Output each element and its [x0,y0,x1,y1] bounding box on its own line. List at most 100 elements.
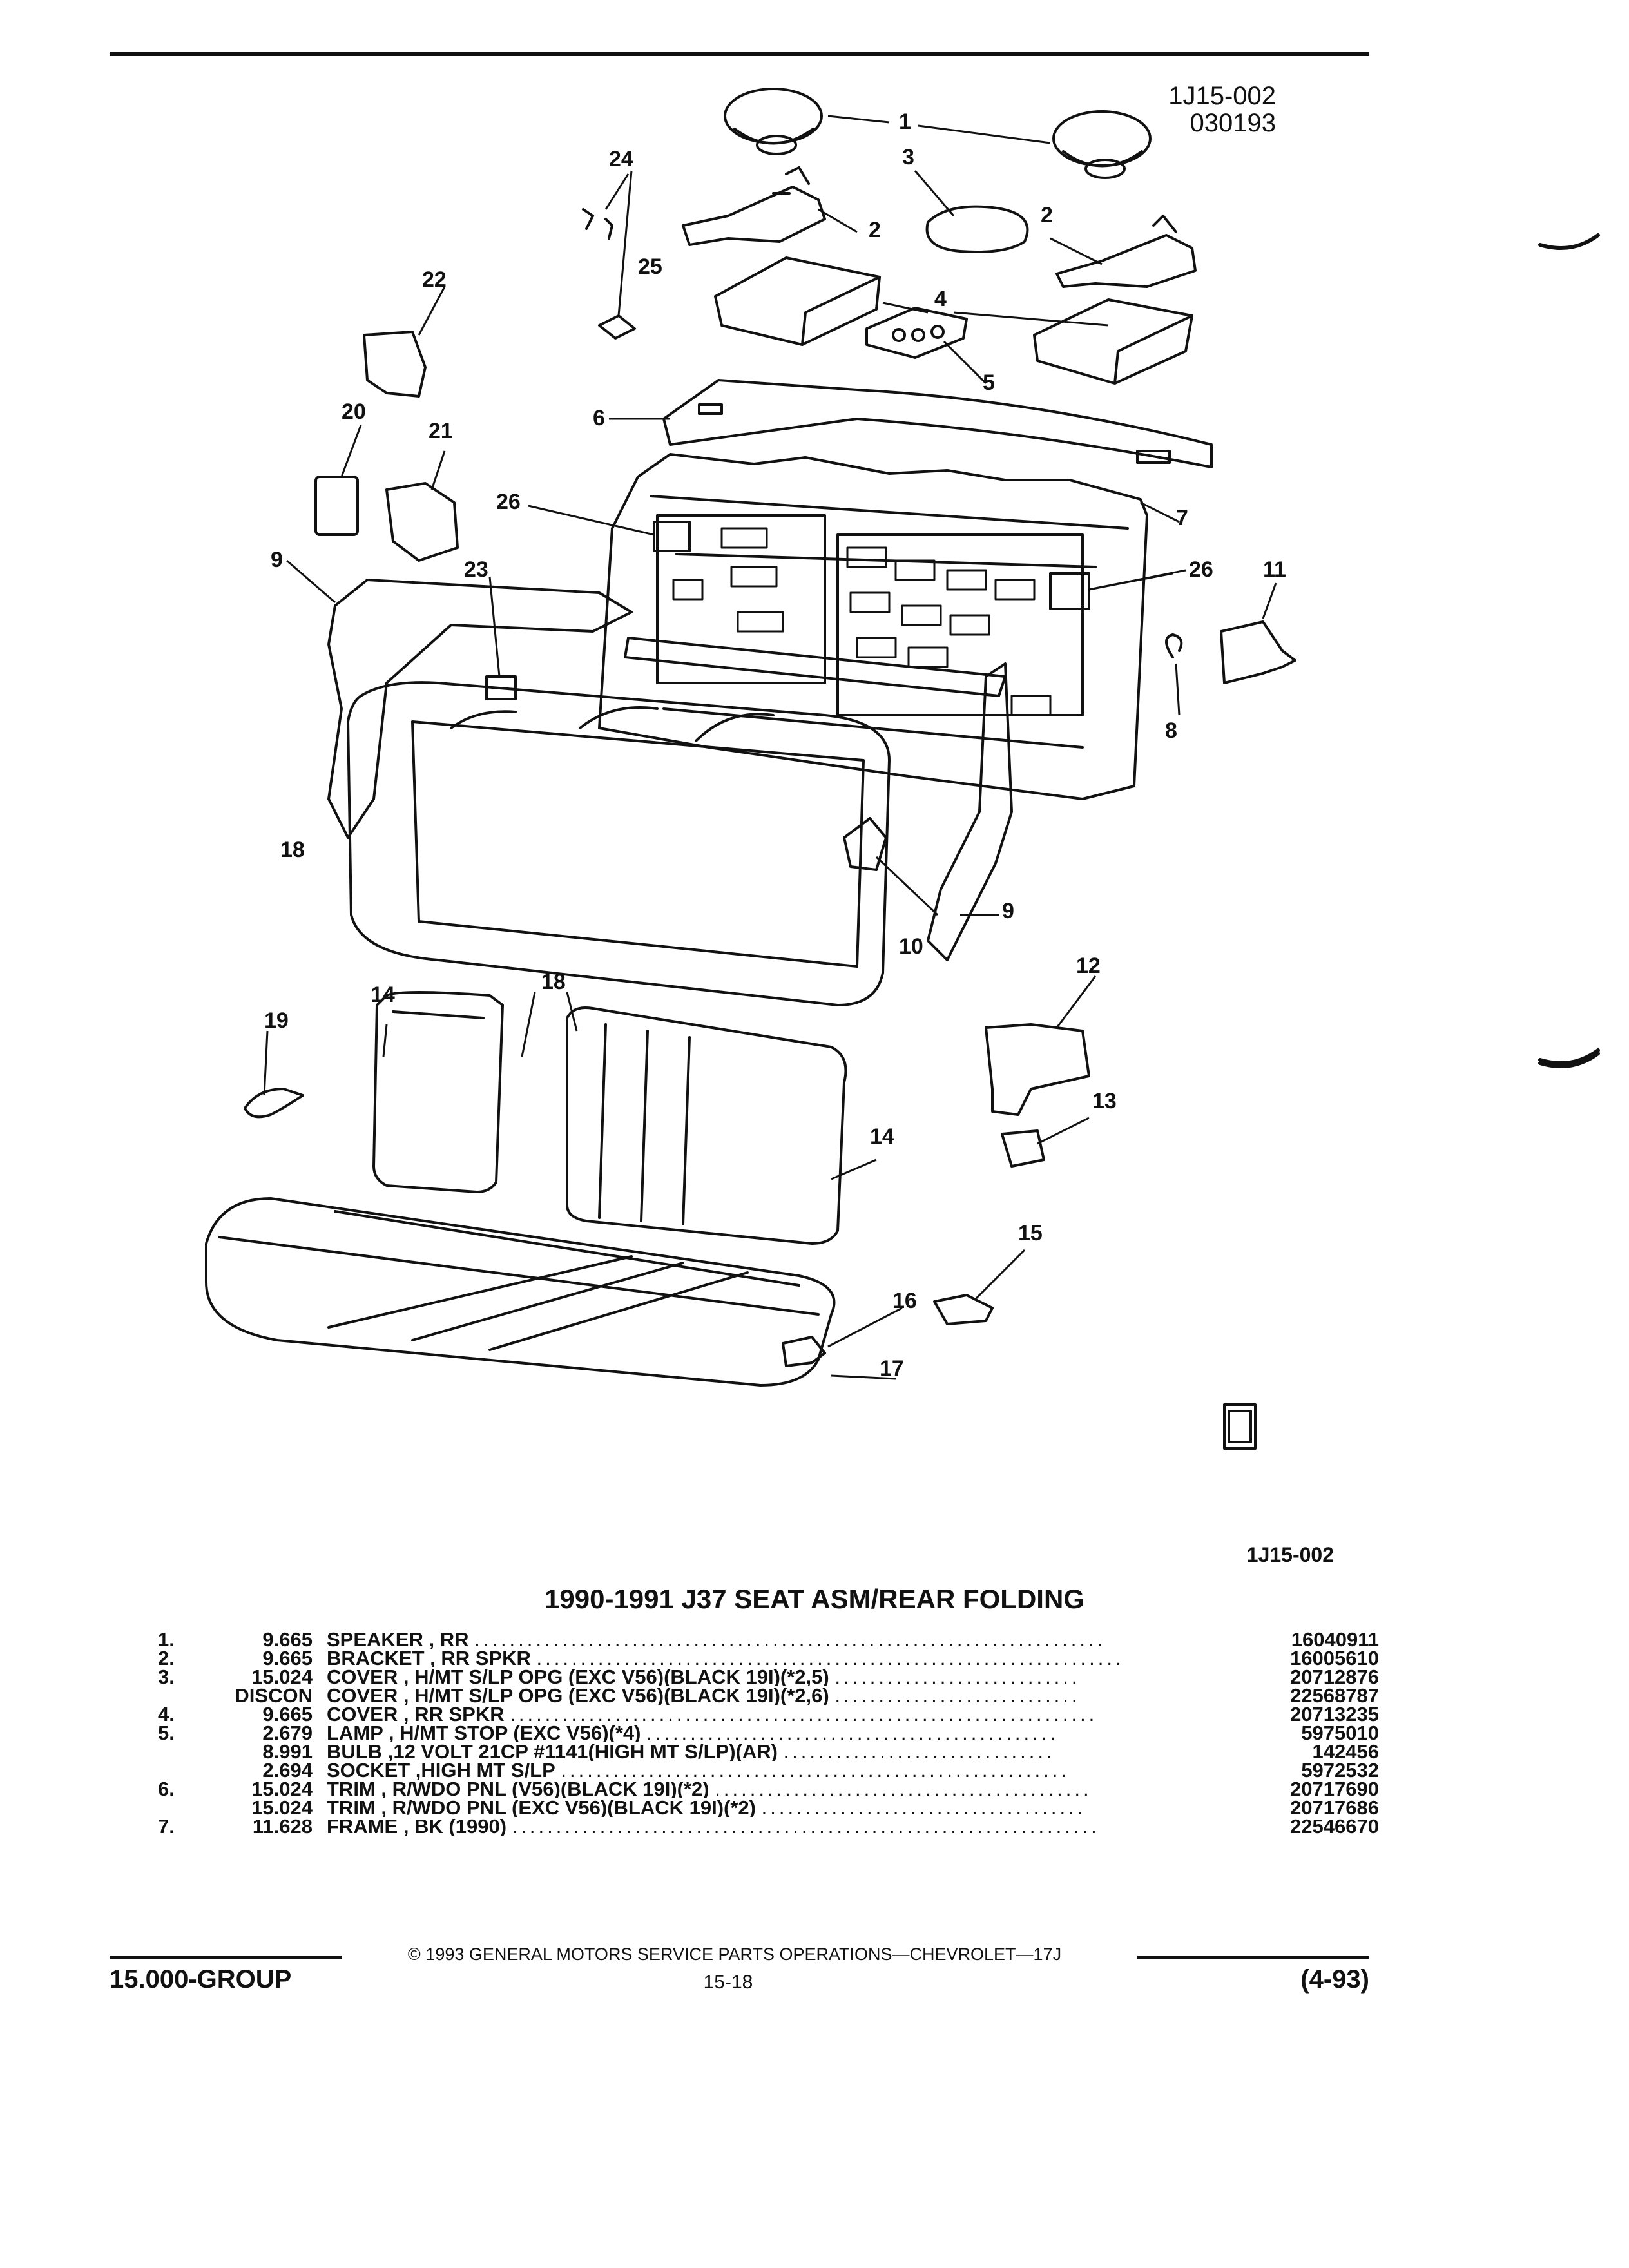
part-number: 5972532 [1301,1759,1379,1782]
item-number: 4. [158,1703,175,1725]
hinge-plate-26-left [653,521,691,552]
callout-26b: 26 [1189,557,1213,582]
speaker-right [1052,110,1152,179]
callout-20: 20 [342,399,366,424]
top-rule [110,52,1369,56]
hinge-plate-26-right [1049,572,1090,610]
seat-back-cushion [347,681,891,1006]
footer-date: (4-93) [1300,1965,1369,1994]
part-number: 20712876 [1290,1666,1379,1688]
section-title: 1990-1991 J37 SEAT ASM/REAR FOLDING [545,1584,1084,1614]
part-description: LAMP , H/MT STOP (EXC V56)(*4) .........… [327,1724,1059,1742]
part-description: TRIM , R/WDO PNL (EXC V56)(BLACK 19I)(*2… [327,1798,1086,1817]
item-number: 3. [158,1666,175,1688]
figure-caption: 1J15-002 [1246,1543,1334,1566]
table-row: 15.024 TRIM , R/WDO PNL (EXC V56)(BLACK … [158,1796,1379,1819]
part-description: COVER , H/MT S/LP OPG (EXC V56)(BLACK 19… [327,1686,1081,1705]
item-number: 7. [158,1815,175,1838]
group-code: DISCON [235,1684,313,1707]
part-number: 22568787 [1290,1684,1379,1707]
callout-1a: 1 [899,110,911,134]
bracket-21 [385,482,459,562]
callout-22: 22 [422,267,447,292]
latch-assembly-12 [985,1023,1090,1116]
side-panel-right [927,662,1013,961]
clip-part-8 [1165,633,1183,658]
part-number: 20713235 [1290,1703,1379,1725]
callout-11: 11 [1263,557,1286,582]
callout-8: 8 [1165,718,1177,743]
binding-marks [1538,233,1600,1065]
exploded-parts-diagram [205,88,1296,1450]
seat-back-frame [598,453,1148,800]
part-number: 16040911 [1291,1628,1379,1651]
group-code: 15.024 [251,1778,313,1800]
part-description: COVER , H/MT S/LP OPG (EXC V56)(BLACK 19… [327,1667,1081,1686]
callout-13: 13 [1092,1089,1117,1113]
latch-plate-13 [1001,1129,1045,1168]
latch-20 [314,476,359,536]
footer-rule-right [1137,1956,1369,1959]
retainer-15 [933,1294,994,1325]
footer-page-number: 15-18 [703,1972,753,1993]
part-number: 5975010 [1301,1722,1379,1744]
table-row: 1. 9.665 SPEAKER , RR ..................… [158,1628,1379,1651]
table-row: 2. 9.665 BRACKET , RR SPKR .............… [158,1647,1379,1669]
gmspo-logo [1223,1403,1257,1450]
callout-14b: 14 [870,1124,894,1149]
tether-19 [244,1088,304,1119]
callout-25: 25 [638,255,662,279]
group-code: 8.991 [262,1740,313,1763]
latch-pad-10 [843,817,887,871]
group-code: 9.665 [262,1628,313,1651]
part-description: COVER , RR SPKR ........................… [327,1705,1098,1724]
part-number: 20717686 [1290,1796,1379,1819]
ref-code-line2: 030193 [1190,109,1276,137]
callout-15: 15 [1018,1221,1043,1245]
item-number [158,1686,203,1705]
item-number: 2. [158,1647,175,1669]
speaker-cover-left [714,256,881,346]
item-number: 5. [158,1722,175,1744]
item-number [158,1742,203,1761]
callout-23: 23 [464,557,488,582]
hinge-part-11 [1220,620,1296,684]
group-code: 9.665 [262,1647,313,1669]
bracket-23 [485,675,517,700]
part-description: TRIM , R/WDO PNL (V56)(BLACK 19I)(*2) ..… [327,1780,1092,1798]
seat-back-split-left [372,991,504,1193]
cover-part-3 [925,205,1029,253]
part-description: BULB ,12 VOLT 21CP #1141(HIGH MT S/LP)(A… [327,1742,1055,1761]
callout-6: 6 [593,406,605,430]
group-code: 15.024 [251,1666,313,1688]
callout-24: 24 [609,147,633,171]
bracket-left [682,186,826,246]
table-row: 8.991 BULB ,12 VOLT 21CP #1141(HIGH MT S… [158,1740,1379,1763]
lamp-part-5 [865,307,968,359]
callout-2b: 2 [1041,203,1053,227]
footer-rule-left [110,1956,342,1959]
table-row: 4. 9.665 COVER , RR SPKR ...............… [158,1703,1379,1725]
group-code: 2.694 [262,1759,313,1782]
ref-code-line1: 1J15-002 [1168,82,1276,110]
clip-25 [598,314,636,340]
callout-4: 4 [934,287,947,311]
group-code: 11.628 [252,1815,313,1838]
item-number [158,1798,203,1817]
item-number: 1. [158,1628,175,1651]
part-number: 16005610 [1290,1647,1379,1669]
screws-24 [582,208,613,240]
callout-18b: 18 [541,970,566,994]
callout-26a: 26 [496,490,521,514]
parts-table: 1. 9.665 SPEAKER , RR ..................… [158,1628,1379,1838]
table-row: 5. 2.679 LAMP , H/MT STOP (EXC V56)(*4) … [158,1722,1379,1744]
callout-9a: 9 [271,548,283,572]
callout-18a: 18 [280,838,305,862]
part-description: FRAME , BK (1990) ......................… [327,1817,1100,1836]
group-code: 15.024 [251,1796,313,1819]
group-code: 2.679 [262,1722,313,1744]
side-panel-left [327,579,633,839]
seat-back-split-right [566,1006,847,1245]
footer-copyright: © 1993 GENERAL MOTORS SERVICE PARTS OPER… [407,1945,1062,1964]
table-row: 3. 15.024 COVER , H/MT S/LP OPG (EXC V56… [158,1666,1379,1688]
